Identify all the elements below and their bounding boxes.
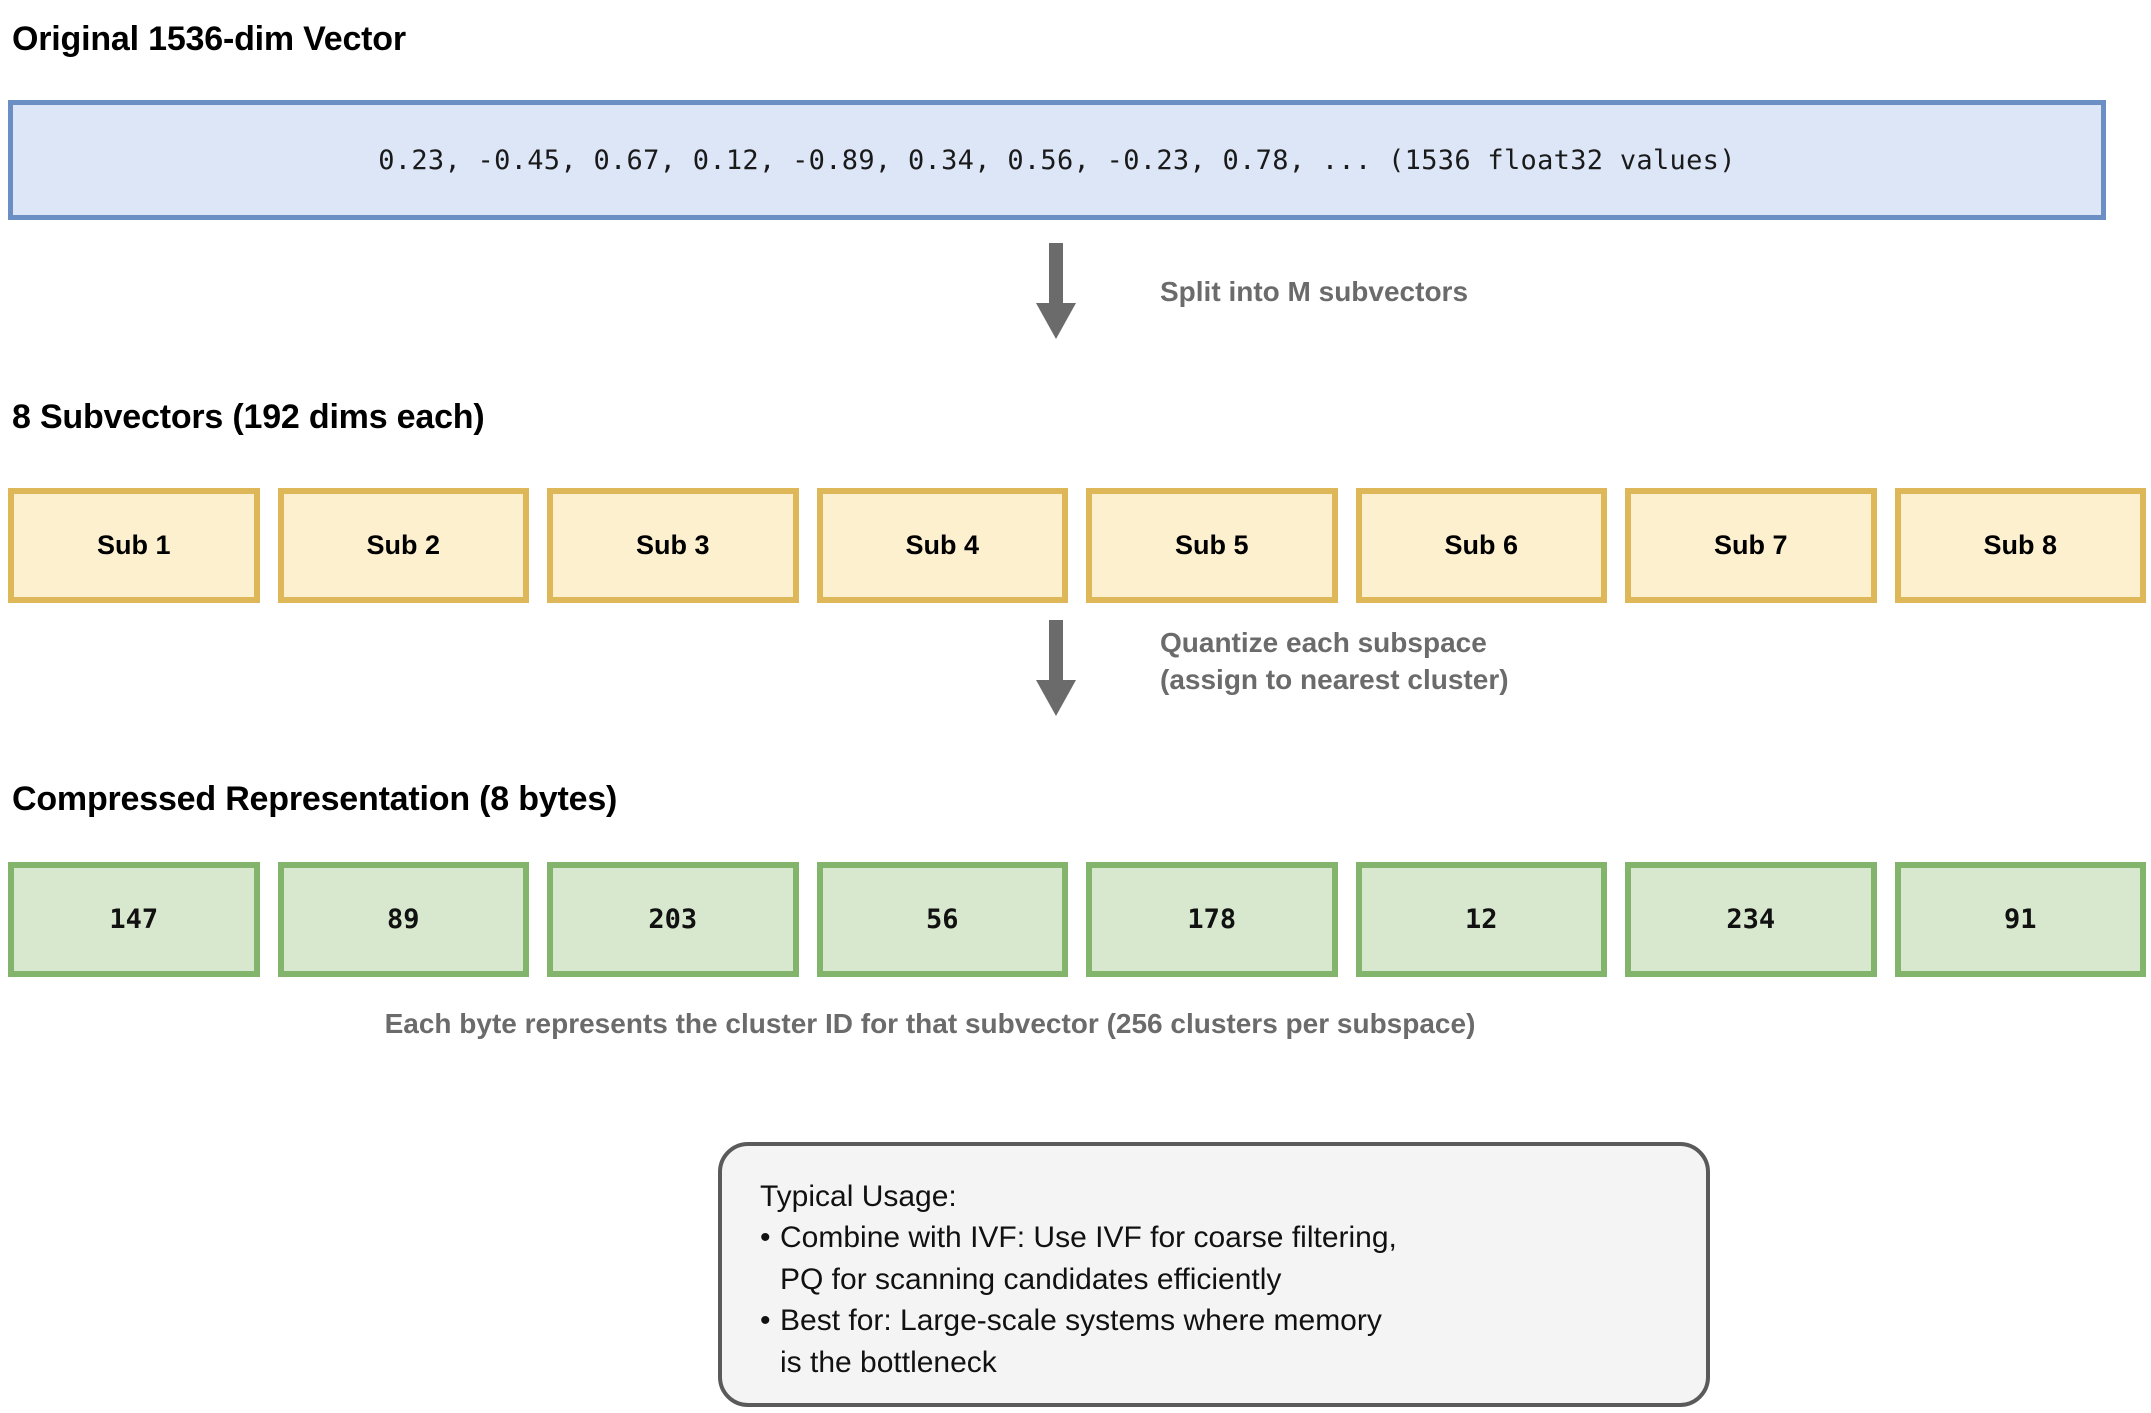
subvector-cell-label: Sub 2 bbox=[366, 530, 440, 560]
byte-cell: 147 bbox=[8, 862, 260, 977]
byte-cell: 234 bbox=[1625, 862, 1877, 977]
bullet-icon: • bbox=[760, 1304, 771, 1338]
section-heading-subvectors: 8 Subvectors (192 dims each) bbox=[12, 398, 485, 436]
byte-cell: 89 bbox=[277, 862, 529, 977]
byte-cell: 56 bbox=[816, 862, 1068, 977]
compressed-caption: Each byte represents the cluster ID for … bbox=[384, 1008, 1476, 1039]
section-heading-compressed: Compressed Representation (8 bytes) bbox=[12, 780, 618, 818]
subvector-cell-label: Sub 1 bbox=[96, 530, 171, 560]
arrow-head bbox=[1036, 303, 1076, 339]
byte-cell-value: 56 bbox=[925, 904, 959, 935]
typical-usage-item: • Best for: Large-scale systems where me… bbox=[760, 1300, 1668, 1383]
byte-cell: 91 bbox=[1894, 862, 2146, 977]
subvector-cell: Sub 2 bbox=[277, 488, 529, 603]
typical-usage-item-text: Combine with IVF: Use IVF for coarse fil… bbox=[780, 1221, 1397, 1296]
arrow-head bbox=[1036, 680, 1076, 716]
subvector-cell: Sub 7 bbox=[1625, 488, 1877, 603]
subvector-cell-label: Sub 4 bbox=[905, 530, 979, 560]
subvector-cell-label: Sub 6 bbox=[1444, 530, 1518, 560]
typical-usage-box: Typical Usage: • Combine with IVF: Use I… bbox=[718, 1142, 1710, 1407]
byte-cell: 203 bbox=[547, 862, 799, 977]
byte-cell-value: 89 bbox=[386, 904, 420, 935]
typical-usage-title: Typical Usage: bbox=[760, 1180, 957, 1213]
subvector-cell-label: Sub 5 bbox=[1174, 530, 1249, 560]
original-vector-box: 0.23, -0.45, 0.67, 0.12, -0.89, 0.34, 0.… bbox=[8, 100, 2106, 220]
subvector-cell: Sub 1 bbox=[8, 488, 260, 603]
byte-cell-value: 234 bbox=[1726, 904, 1776, 935]
bullet-icon: • bbox=[760, 1221, 771, 1255]
byte-cell: 178 bbox=[1086, 862, 1338, 977]
byte-cell-value: 178 bbox=[1187, 904, 1237, 935]
byte-cell-value: 147 bbox=[109, 904, 159, 935]
byte-cell-value: 203 bbox=[648, 904, 698, 935]
subvector-cell-label: Sub 8 bbox=[1983, 530, 2057, 560]
byte-cell-value: 12 bbox=[1464, 904, 1498, 935]
compressed-byte-row: 147 89 203 56 178 12 234 91 bbox=[8, 862, 2146, 977]
arrow-label-split: Split into M subvectors bbox=[1160, 276, 1469, 307]
byte-cell: 12 bbox=[1355, 862, 1607, 977]
subvector-cell: Sub 8 bbox=[1894, 488, 2146, 603]
subvector-row: Sub 1 Sub 2 Sub 3 Sub 4 Sub 5 Sub 6 Sub … bbox=[8, 488, 2146, 603]
subvector-cell-label: Sub 3 bbox=[635, 530, 710, 560]
subvector-cell: Sub 4 bbox=[816, 488, 1068, 603]
byte-cell-value: 91 bbox=[2003, 904, 2037, 935]
section-heading-original: Original 1536-dim Vector bbox=[12, 20, 406, 58]
typical-usage-item: • Combine with IVF: Use IVF for coarse f… bbox=[760, 1217, 1668, 1300]
typical-usage-item-text: Best for: Large-scale systems where memo… bbox=[780, 1304, 1382, 1379]
arrow-label-quantize: Quantize each subspace (assign to neares… bbox=[1160, 627, 1509, 695]
original-vector-values: 0.23, -0.45, 0.67, 0.12, -0.89, 0.34, 0.… bbox=[378, 144, 1736, 176]
arrow-shaft bbox=[1049, 243, 1063, 305]
arrow-shaft bbox=[1049, 620, 1063, 682]
subvector-cell-label: Sub 7 bbox=[1713, 530, 1788, 560]
subvector-cell: Sub 3 bbox=[547, 488, 799, 603]
subvector-cell: Sub 6 bbox=[1355, 488, 1607, 603]
subvector-cell: Sub 5 bbox=[1086, 488, 1338, 603]
